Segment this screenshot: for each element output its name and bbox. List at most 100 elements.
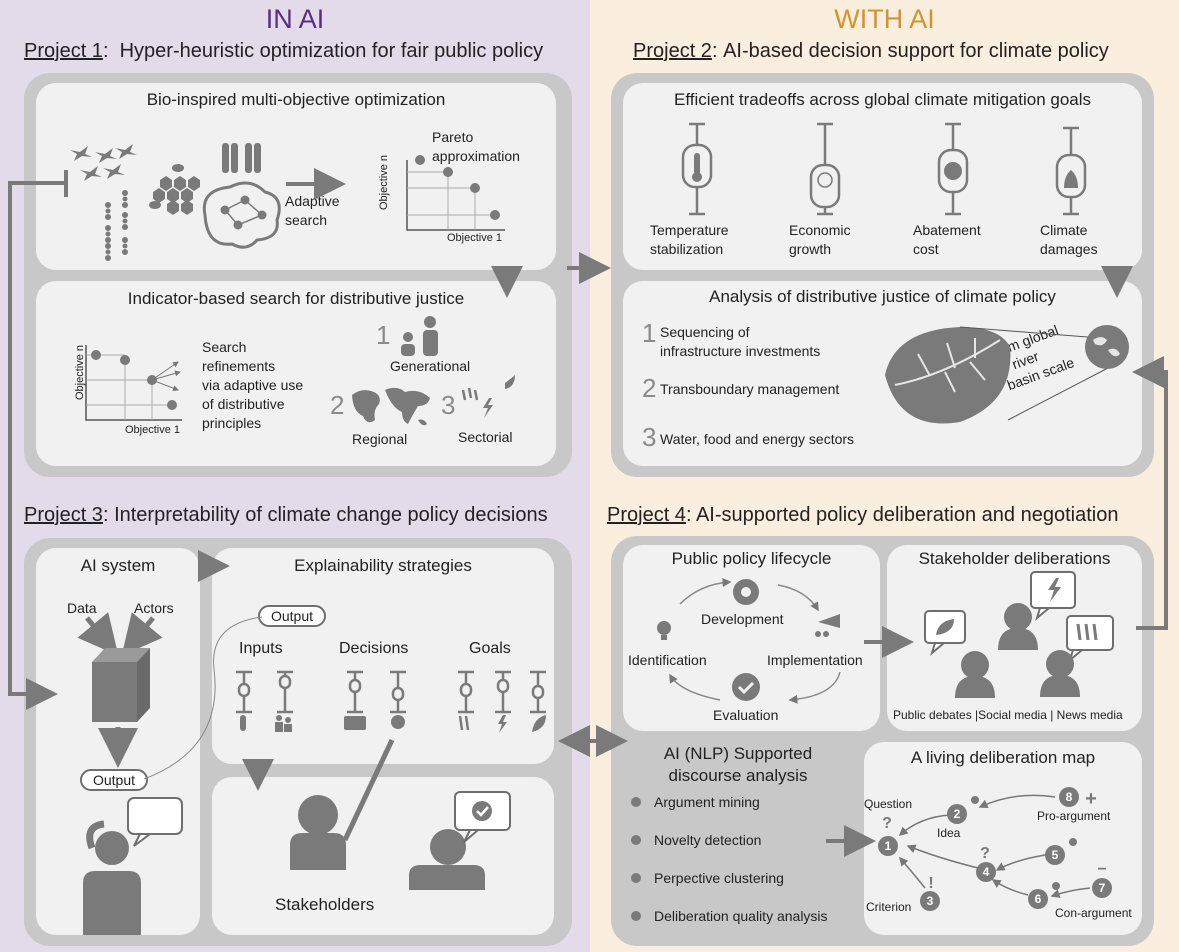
generational-icon	[401, 316, 438, 356]
goal-gauges	[681, 122, 1087, 216]
node-7: 7	[1092, 878, 1112, 898]
bulb-icon	[1052, 882, 1060, 890]
objective1-label-2: Objective 1	[125, 424, 181, 436]
project1-title: Project 1: Hyper-heuristic optimization …	[24, 40, 544, 62]
presenter-head	[298, 795, 338, 835]
explain-sliders	[236, 670, 546, 714]
wheat-icon	[461, 387, 479, 401]
presenter-body	[290, 833, 346, 870]
item1-number: 1	[642, 318, 657, 348]
wheat-bubble	[1066, 615, 1114, 651]
lifecycle-cycle	[669, 578, 841, 704]
svg-text:6: 6	[1035, 892, 1042, 906]
black-box-front	[92, 662, 137, 722]
ant-icon	[122, 237, 128, 243]
exclamation-mark: !	[928, 875, 933, 892]
implementation-label: Implementation	[767, 652, 863, 668]
euro-growth-icon	[817, 172, 833, 188]
bird-icon	[95, 148, 117, 163]
bio-icons	[70, 143, 261, 261]
idea-label: Idea	[937, 826, 961, 840]
why-person	[83, 797, 183, 935]
node-8: 8	[1059, 787, 1079, 807]
lightning-icon-2	[1048, 578, 1061, 602]
wheat-small-icon	[458, 715, 470, 731]
explainability-panel: Explainability strategies	[212, 548, 554, 764]
black-box-top	[92, 648, 150, 662]
wheat-icon-2	[1076, 623, 1098, 641]
svg-text:2: 2	[954, 807, 961, 821]
minus-sign: −	[1097, 861, 1106, 878]
ant-icon	[105, 225, 111, 231]
svg-text:1: 1	[885, 839, 892, 853]
principle-3-number: 3	[441, 390, 456, 420]
leaf-icon	[505, 375, 515, 389]
in-ai-header: IN AI	[265, 4, 325, 34]
bird-icon	[70, 146, 92, 161]
lightbulb-icon	[657, 621, 671, 635]
ai-system-title: AI system	[80, 556, 156, 575]
bird-icon	[103, 164, 125, 179]
ant-icon	[122, 212, 128, 218]
generational-label: Generational	[390, 358, 471, 374]
pareto-plot	[406, 160, 505, 231]
indicator-search-panel: Indicator-based search for distributive …	[36, 281, 556, 466]
listener-body	[409, 865, 485, 890]
stakeholders-label: Stakeholders	[275, 895, 375, 914]
ant-icon	[105, 243, 111, 249]
sectorial-label: Sectorial	[458, 429, 513, 445]
person-icon	[1004, 603, 1032, 631]
nlp-item-2: Novelty detection	[654, 832, 762, 848]
node-6: 6	[1028, 889, 1048, 909]
nlp-item-3: Perpective clustering	[654, 870, 784, 886]
pareto-points	[415, 155, 500, 220]
nlp-bullets	[631, 797, 641, 921]
question-label: Question	[864, 797, 913, 811]
scissors-ribbon-icon	[818, 614, 840, 628]
deliberation-map-title: A living deliberation map	[910, 748, 1096, 767]
item2-number: 2	[642, 373, 657, 403]
person-icon	[961, 651, 989, 679]
nlp-item-4: Deliberation quality analysis	[654, 908, 828, 924]
node-1: 1	[878, 836, 898, 856]
ant-icon	[105, 202, 111, 208]
node-4: 4	[976, 862, 996, 882]
goals-label: Goals	[469, 640, 511, 657]
item3-number: 3	[642, 422, 657, 452]
node-3: 3	[920, 891, 940, 911]
money-small-icon	[344, 716, 366, 730]
ant-icon	[122, 190, 128, 196]
lifecycle-title: Public policy lifecycle	[671, 549, 832, 568]
stakeholder-deliberations-title: Stakeholder deliberations	[918, 549, 1111, 568]
output-curve	[143, 616, 263, 780]
distributive-justice-title: Analysis of distributive justice of clim…	[709, 287, 1056, 306]
output-pill-top: Output	[258, 605, 326, 627]
svg-text:7: 7	[1099, 881, 1106, 895]
evaluation-label: Evaluation	[713, 707, 779, 723]
euro-coin-icon	[944, 162, 962, 180]
question-mark-2: ?	[980, 845, 990, 862]
media-label: Public debates |Social media | News medi…	[893, 708, 1123, 722]
svg-text:4: 4	[983, 865, 990, 879]
bee-icon	[149, 201, 161, 209]
clock-small-icon	[391, 715, 405, 729]
pro-argument-label: Pro-argument	[1037, 809, 1111, 823]
lifecycle-icons	[657, 579, 840, 701]
identification-label: Identification	[628, 652, 707, 668]
lightning-icon	[483, 398, 493, 418]
p4-to-p2-arrow	[1132, 356, 1168, 630]
principle-1-number: 1	[376, 320, 391, 350]
plus-sign: +	[1085, 788, 1097, 810]
project4-title: Project 4: AI-supported policy deliberat…	[607, 504, 1119, 526]
sectors-icon	[461, 375, 515, 418]
node-5: 5	[1045, 845, 1065, 865]
development-label: Development	[701, 611, 784, 627]
goal-icons	[692, 153, 1078, 188]
map-edges	[898, 794, 1091, 898]
explain-icons	[240, 715, 546, 733]
